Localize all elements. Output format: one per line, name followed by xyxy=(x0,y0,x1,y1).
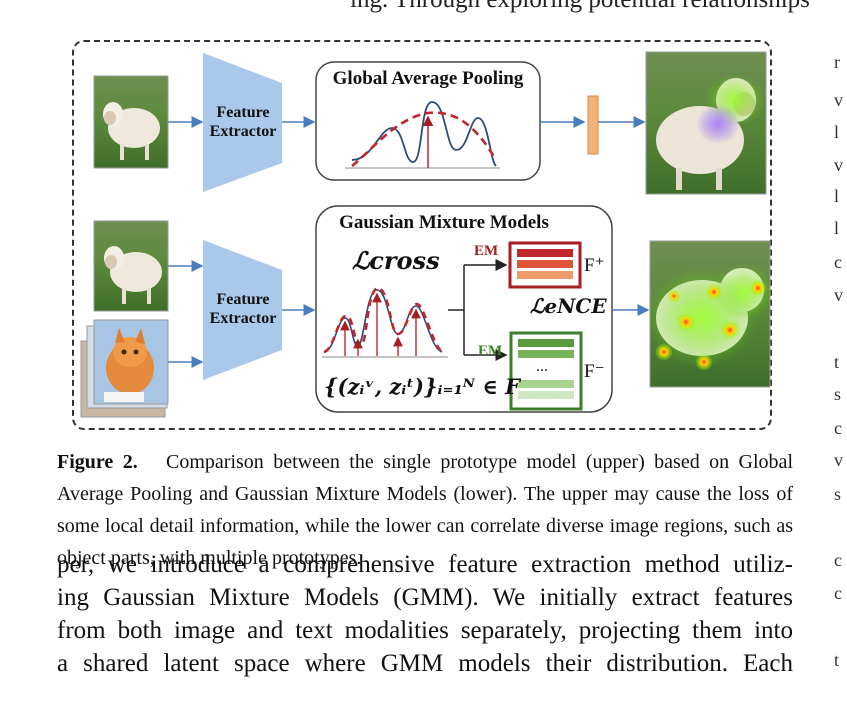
sheep-thumbnail-lower xyxy=(93,220,169,312)
blue-curve xyxy=(351,101,497,167)
margin-char: c xyxy=(834,418,842,438)
caption-text: Comparison between the single prototype … xyxy=(57,451,793,569)
ellipsis-label: ... xyxy=(536,358,548,375)
figure-frame xyxy=(72,40,772,430)
set-formula: {(zᵢᵛ, zᵢᵗ)}ᵢ₌₁ᴺ ∈ F xyxy=(324,374,520,399)
gmm-red-dashed-curve xyxy=(323,286,443,354)
sheep-heatmap-upper xyxy=(645,51,767,195)
cat-thumbnails xyxy=(80,319,169,418)
f-minus-label: F⁻ xyxy=(584,361,605,382)
sheep-thumbnail-upper xyxy=(93,75,169,169)
extractor-label-line1: Feature xyxy=(216,104,270,121)
feature-extractor-lower xyxy=(203,240,282,380)
margin-char: s xyxy=(834,384,842,404)
top-text-fragment: ing. Through exploring potential relatio… xyxy=(350,0,810,14)
margin-char: l xyxy=(834,218,840,238)
gmm-title: Gaussian Mixture Models xyxy=(339,212,549,233)
body-line-1: per, we introduce a comprehensive featur… xyxy=(57,551,793,578)
gmm-blue-curve xyxy=(323,289,443,353)
feature-extractor-upper xyxy=(203,53,282,192)
pooling-title: Global Average Pooling xyxy=(332,68,524,89)
extractor-label-line1: Feature xyxy=(216,291,270,308)
extractor-label-line2: Extractor xyxy=(209,123,277,140)
figure-caption: Figure 2. Comparison between the single … xyxy=(57,446,793,574)
margin-char: t xyxy=(834,352,840,372)
margin-char: c xyxy=(834,252,842,272)
feature-extractor-lower-label: Feature Extractor xyxy=(203,290,283,328)
margin-char: t xyxy=(834,650,840,670)
loss-cross-label: ℒcross xyxy=(352,246,440,275)
extractor-label-line2: Extractor xyxy=(209,310,277,327)
em-label-bottom: EM xyxy=(478,343,503,359)
figure-diagram xyxy=(80,51,774,418)
margin-char: v xyxy=(834,285,843,305)
margin-char: s xyxy=(834,484,842,504)
body-line-3: from both image and text modalities sepa… xyxy=(57,617,793,644)
margin-char: v xyxy=(834,90,843,110)
loss-ence-label: ℒeNCE xyxy=(530,294,607,318)
margin-char: l xyxy=(834,186,840,206)
f-plus-label: F⁺ xyxy=(584,255,605,276)
orange-prototype-bar xyxy=(587,95,599,155)
feature-extractor-upper-label: Feature Extractor xyxy=(203,103,283,141)
margin-char: l xyxy=(834,122,840,142)
body-line-2: ing Gaussian Mixture Models (GMM). We in… xyxy=(57,584,793,611)
negative-prototypes-box xyxy=(509,331,583,411)
caption-label: Figure 2. xyxy=(57,451,138,473)
body-line-4: a shared latent space where GMM models t… xyxy=(57,650,793,677)
margin-char: c xyxy=(834,583,842,603)
positive-prototypes-box xyxy=(508,241,582,289)
sheep-heatmap-lower xyxy=(646,240,774,388)
margin-char: r xyxy=(834,52,840,72)
margin-char: c xyxy=(834,550,842,570)
red-dashed-curve xyxy=(351,111,498,168)
em-label-top: EM xyxy=(474,243,499,259)
margin-char: v xyxy=(834,450,843,470)
margin-char: v xyxy=(834,155,843,175)
